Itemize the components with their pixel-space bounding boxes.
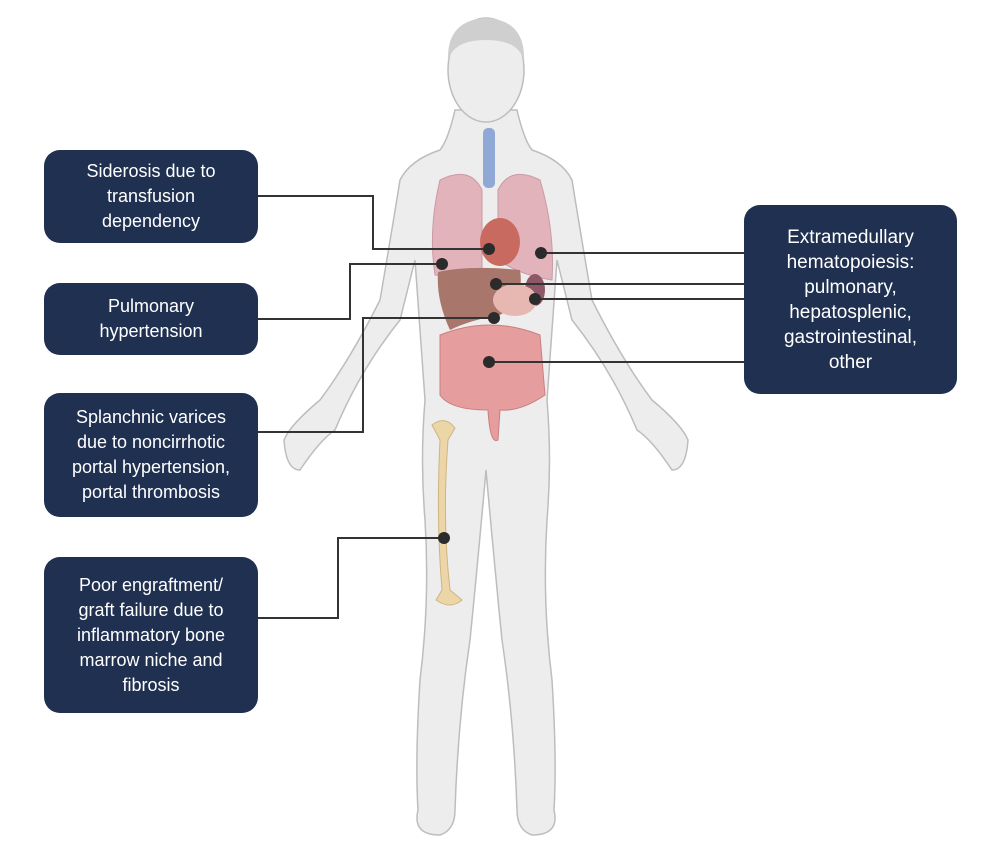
label-text: Splanchnic varices due to noncirrhotic p…	[71, 407, 231, 502]
femur	[431, 420, 463, 606]
body-silhouette	[283, 17, 689, 836]
stomach	[493, 284, 537, 316]
label-siderosis: Siderosis due to transfusion dependency	[44, 150, 258, 243]
trachea	[483, 128, 495, 188]
label-text: Poor engraftment/ graft failure due to i…	[76, 574, 226, 695]
label-text: Extramedullary hematopoiesis: pulmonary,…	[783, 226, 918, 373]
label-extramedullary-hematopoiesis: Extramedullary hematopoiesis: pulmonary,…	[744, 205, 957, 394]
hair	[447, 18, 525, 62]
connector-lines	[258, 195, 744, 619]
label-text: Pulmonary hypertension	[99, 296, 203, 341]
intestines	[439, 324, 546, 442]
label-pulmonary-hypertension: Pulmonary hypertension	[44, 283, 258, 355]
label-splanchnic-varices: Splanchnic varices due to noncirrhotic p…	[44, 393, 258, 517]
label-text: Siderosis due to transfusion dependency	[86, 161, 216, 231]
label-poor-engraftment: Poor engraftment/ graft failure due to i…	[44, 557, 258, 713]
heart	[480, 218, 520, 266]
marker-dots	[436, 243, 547, 544]
